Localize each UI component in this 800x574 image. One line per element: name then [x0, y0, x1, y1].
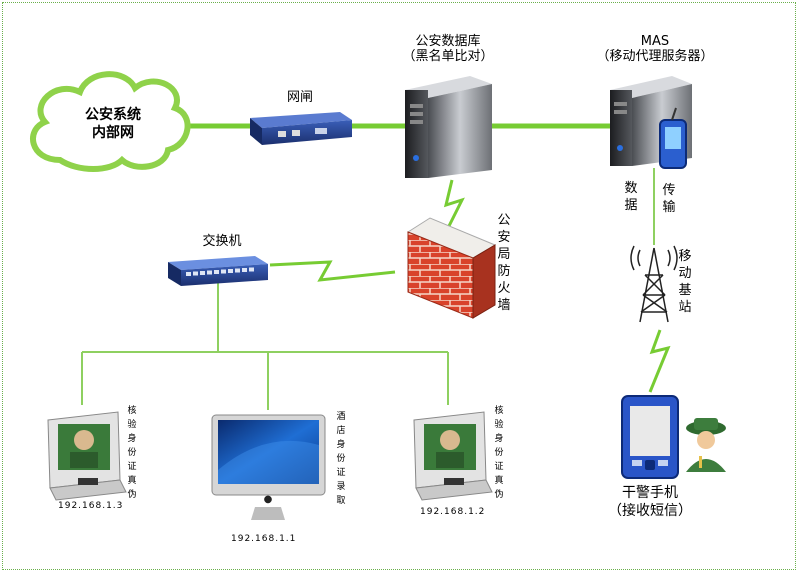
- terminal-left-ip: 192.168.1.3: [58, 501, 124, 511]
- imac-computer: ●: [211, 414, 326, 520]
- imac-label: 酒店身份证录取: [336, 412, 346, 506]
- cloud-label-line1: 公安系统: [85, 107, 141, 123]
- police-phone: [621, 395, 679, 479]
- cloud-intranet: [30, 71, 191, 172]
- police-db-label-line2: （黑名单比对）: [402, 49, 494, 64]
- id-verify-terminal-right: [413, 411, 493, 501]
- gateway-device: [250, 112, 352, 145]
- police-db-label-line1: 公安数据库: [415, 34, 481, 49]
- phone-label-line2: （接收短信）: [608, 503, 692, 519]
- base-station-tower: [630, 245, 678, 323]
- mas-server: [610, 76, 692, 169]
- firewall-wall: [406, 217, 497, 319]
- terminal-left-label: 核验身份证真伪: [127, 406, 137, 500]
- firewall-label: 公安局防火墙: [497, 213, 511, 313]
- switch-label: 交换机: [202, 234, 242, 249]
- wireless-links: [269, 179, 671, 393]
- zigzag-db-firewall: [443, 179, 465, 229]
- mas-label-line2: （移动代理服务器）: [596, 49, 714, 64]
- data-label: 数据: [624, 181, 638, 213]
- phone-label-line1: 干警手机: [622, 485, 678, 501]
- svg-text:●: ●: [264, 494, 273, 505]
- base-station-label: 移动基站: [678, 249, 692, 315]
- terminal-right-label: 核验身份证真伪: [494, 406, 504, 500]
- switch-device: [168, 256, 268, 286]
- cloud-label-line2: 内部网: [92, 125, 134, 141]
- terminal-right-ip: 192.168.1.2: [420, 507, 486, 517]
- transfer-label: 传输: [662, 183, 676, 215]
- police-db-server: [405, 76, 492, 178]
- mas-label-line1: MAS: [640, 34, 670, 49]
- officer-avatar: [686, 418, 726, 472]
- imac-ip: 192.168.1.1: [231, 534, 297, 544]
- zigzag-switch-firewall: [269, 260, 396, 282]
- id-verify-terminal-left: [47, 411, 127, 501]
- gateway-label: 网闸: [286, 90, 314, 105]
- lan-links: [81, 168, 655, 410]
- zigzag-base-phone: [648, 329, 671, 393]
